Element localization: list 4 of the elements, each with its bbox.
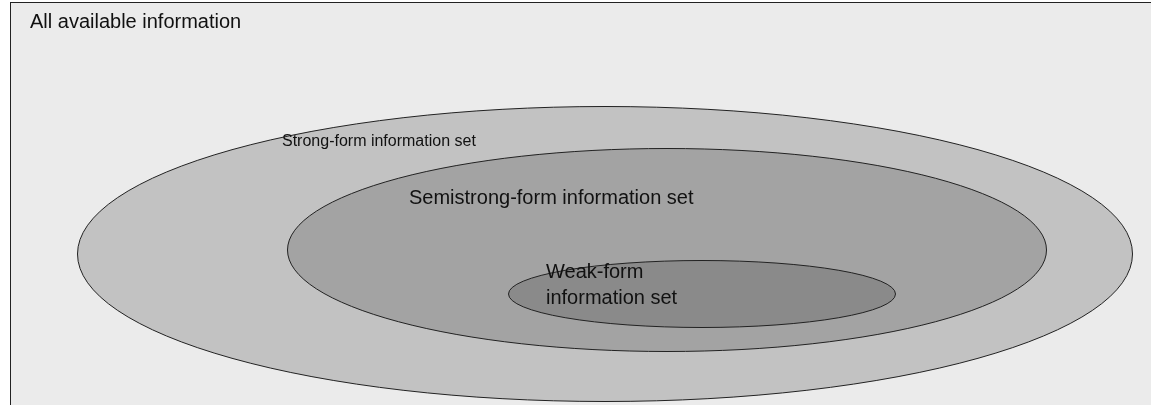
panel-title: All available information [30,9,242,34]
region-label: Weak-form information set [546,259,679,310]
region-label: Strong-form information set [282,131,476,151]
region-label: Semistrong-form information set [409,185,694,210]
